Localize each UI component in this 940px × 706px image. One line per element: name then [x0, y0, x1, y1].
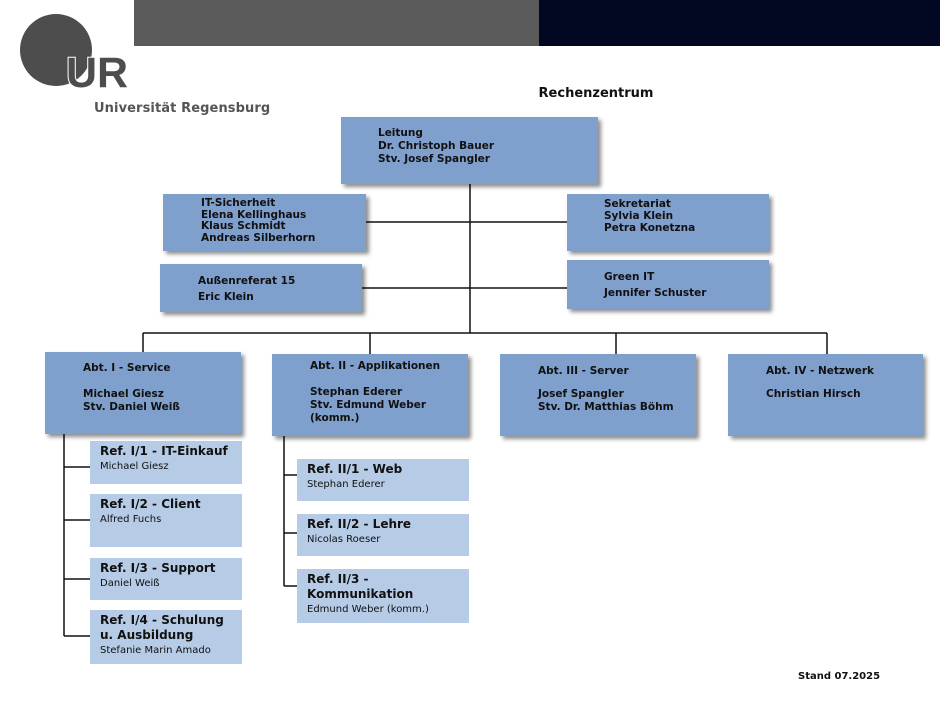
box-abt-3: Abt. III - Server Josef Spangler Stv. Dr…: [500, 354, 696, 436]
box-sekretariat: Sekretariat Sylvia Klein Petra Konetzna: [567, 194, 769, 251]
abt-3-head: Josef Spangler: [538, 388, 624, 400]
ref-title: Ref. I/3 - Support: [100, 561, 216, 575]
it-sicherheit-member: Klaus Schmidt: [201, 220, 286, 232]
ref-title: Ref. II/2 - Lehre: [307, 517, 412, 531]
it-sicherheit-heading: IT-Sicherheit: [201, 197, 276, 209]
ref-person: Alfred Fuchs: [100, 514, 162, 525]
leitung-deputy: Stv. Josef Spangler: [378, 153, 490, 165]
ref-person: Michael Giesz: [100, 461, 169, 472]
it-sicherheit-member: Elena Kellinghaus: [201, 208, 307, 221]
abt-2-deputy-note: (komm.): [310, 412, 360, 424]
box-abt-2: Abt. II - Applikationen Stephan Ederer S…: [272, 354, 468, 436]
sekretariat-member: Petra Konetzna: [604, 222, 696, 234]
ref-ii-3: Ref. II/3 - Kommunikation Edmund Weber (…: [297, 569, 469, 623]
ref-title: Ref. II/1 - Web: [307, 462, 403, 476]
box-abt-1: Abt. I - Service Michael Giesz Stv. Dani…: [45, 352, 241, 434]
stand-date: Stand 07.2025: [798, 671, 881, 682]
abt-1-head: Michael Giesz: [83, 388, 164, 400]
ref-title: Ref. I/1 - IT-Einkauf: [100, 444, 228, 458]
abt-2-deputy: Stv. Edmund Weber: [310, 399, 427, 411]
ref-ii-2: Ref. II/2 - Lehre Nicolas Roeser: [297, 514, 469, 556]
abt-4-head: Christian Hirsch: [766, 388, 861, 400]
box-abt-4: Abt. IV - Netzwerk Christian Hirsch: [728, 354, 923, 436]
sekretariat-heading: Sekretariat: [604, 198, 671, 210]
ref-title: Ref. I/4 - Schulung: [100, 613, 224, 627]
green-it-heading: Green IT: [604, 271, 655, 283]
ref-title: Ref. II/3 -: [307, 572, 369, 586]
abt-2-head: Stephan Ederer: [310, 386, 403, 398]
header-bar-dark: [539, 0, 940, 46]
ref-person: Stefanie Marin Amado: [100, 645, 211, 656]
leitung-head: Dr. Christoph Bauer: [378, 140, 494, 152]
box-it-sicherheit: IT-Sicherheit Elena Kellinghaus Klaus Sc…: [163, 194, 366, 251]
ref-i-1: Ref. I/1 - IT-Einkauf Michael Giesz: [90, 441, 242, 484]
leitung-heading: Leitung: [378, 127, 423, 139]
abt-1-title: Abt. I - Service: [83, 362, 171, 374]
ref-title-cont: u. Ausbildung: [100, 628, 194, 642]
header-bar-grey: [134, 0, 539, 46]
ref-title-cont: Kommunikation: [307, 587, 414, 601]
sekretariat-member: Sylvia Klein: [604, 210, 674, 222]
abt-4-title: Abt. IV - Netzwerk: [766, 365, 875, 377]
ref-ii-1: Ref. II/1 - Web Stephan Ederer: [297, 459, 469, 501]
abt-3-title: Abt. III - Server: [538, 365, 629, 377]
it-sicherheit-member: Andreas Silberhorn: [201, 231, 316, 244]
ref-person: Edmund Weber (komm.): [307, 604, 429, 615]
chart-title: Rechenzentrum: [538, 86, 654, 101]
university-name: Universität Regensburg: [94, 101, 271, 116]
ref-title: Ref. I/2 - Client: [100, 497, 201, 511]
ref-person: Daniel Weiß: [100, 578, 160, 589]
box-green-it: Green IT Jennifer Schuster: [567, 260, 769, 309]
box-leitung: Leitung Dr. Christoph Bauer Stv. Josef S…: [341, 117, 598, 184]
abt-1-deputy: Stv. Daniel Weiß: [83, 401, 180, 413]
abt-2-title: Abt. II - Applikationen: [310, 360, 441, 372]
ref-i-4: Ref. I/4 - Schulung u. Ausbildung Stefan…: [90, 610, 242, 664]
university-logo: UR: [20, 14, 129, 98]
aussenreferat-heading: Außenreferat 15: [198, 275, 296, 287]
green-it-member: Jennifer Schuster: [604, 287, 707, 299]
ref-i-2: Ref. I/2 - Client Alfred Fuchs: [90, 494, 242, 547]
aussenreferat-member: Eric Klein: [198, 291, 254, 303]
ref-i-3: Ref. I/3 - Support Daniel Weiß: [90, 558, 242, 600]
box-aussenreferat: Außenreferat 15 Eric Klein: [160, 264, 362, 312]
abt-3-deputy: Stv. Dr. Matthias Böhm: [538, 401, 674, 413]
logo-text: UR: [66, 49, 128, 97]
ref-person: Nicolas Roeser: [307, 534, 381, 545]
ref-person: Stephan Ederer: [307, 479, 385, 490]
